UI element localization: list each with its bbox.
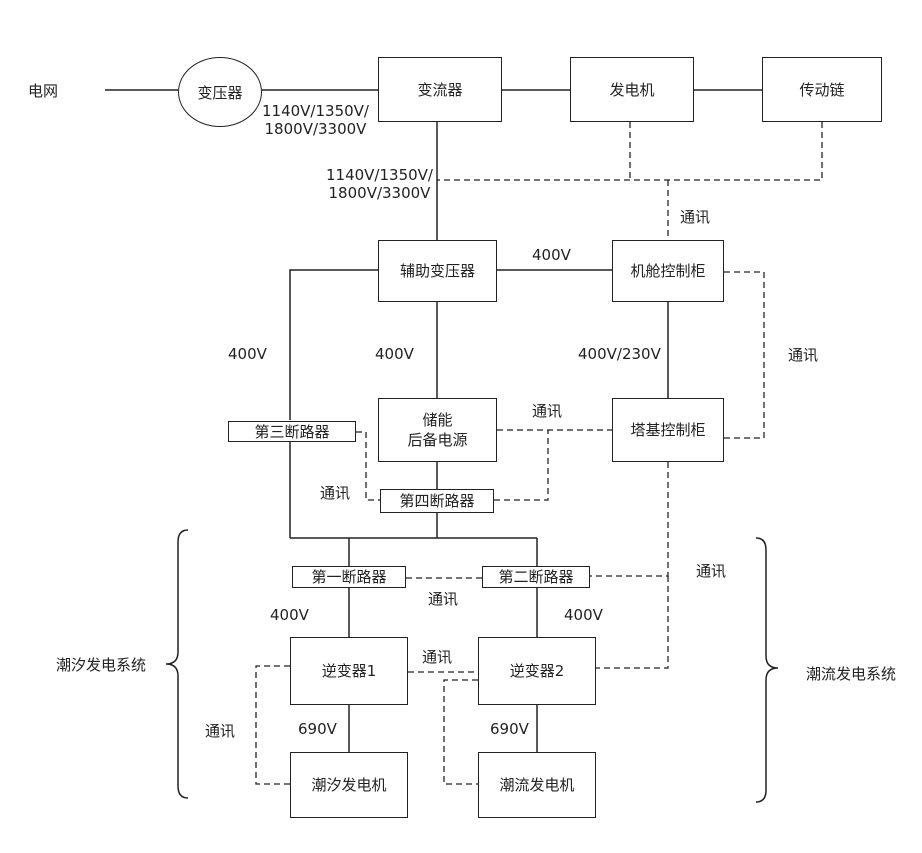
breaker-2-label: 第二断路器 — [498, 569, 573, 585]
voltage-label-storage: 400V — [375, 345, 414, 363]
comm-nacelle-tower — [724, 272, 764, 438]
comm-label-left-bottom: 通讯 — [205, 722, 235, 740]
backup-power-label: 后备电源 — [407, 430, 467, 450]
drivetrain-label: 传动链 — [799, 80, 844, 100]
comm-label-inverters: 通讯 — [422, 648, 452, 666]
breaker-4: 第四断路器 — [380, 489, 494, 513]
comm-inverter2-currentgen — [444, 680, 478, 784]
comm-label-storage-tower: 通讯 — [532, 402, 562, 420]
comm-label-right: 通讯 — [788, 346, 818, 364]
left-brace — [166, 530, 188, 798]
transformer-node: 变压器 — [178, 57, 262, 127]
generator-box: 发电机 — [570, 57, 694, 122]
breaker-3-label: 第三断路器 — [254, 424, 329, 440]
tidal-generator-box: 潮汐发电机 — [290, 752, 408, 818]
current-generator-label: 潮流发电机 — [499, 775, 574, 795]
tidal-system-label: 潮汐发电系统 — [56, 656, 146, 674]
breaker-2: 第二断路器 — [482, 566, 590, 588]
voltage-label-inverter1: 400V — [270, 606, 309, 624]
inverter-1-box: 逆变器1 — [290, 637, 408, 705]
tower-cabinet-label: 塔基控制柜 — [630, 420, 705, 440]
aux-transformer-label: 辅助变压器 — [400, 261, 475, 281]
comm-label-top: 通讯 — [680, 208, 710, 226]
comm-label-breakers: 通讯 — [428, 590, 458, 608]
breaker-1-label: 第一断路器 — [311, 569, 386, 585]
nacelle-cabinet-label: 机舱控制柜 — [630, 261, 705, 281]
voltage-label-transformer: 1140V/1350V/1800V/3300V — [262, 102, 369, 138]
tower-cabinet-box: 塔基控制柜 — [612, 398, 724, 462]
inverter-2-box: 逆变器2 — [478, 637, 596, 705]
storage-backup-box: 储能后备电源 — [378, 398, 497, 462]
nacelle-cabinet-box: 机舱控制柜 — [612, 240, 724, 302]
aux-transformer-box: 辅助变压器 — [378, 240, 497, 302]
comm-tower-breaker2 — [590, 462, 668, 576]
comm-drivetrain — [437, 122, 822, 180]
grid-label: 电网 — [28, 82, 58, 100]
voltage-label-currentgen: 690V — [490, 720, 529, 738]
voltage-label-tidalgen: 690V — [298, 720, 337, 738]
voltage-label-aux-nacelle: 400V — [532, 246, 571, 264]
converter-label: 变流器 — [417, 80, 462, 100]
breaker-1: 第一断路器 — [292, 566, 406, 588]
voltage-label-left-bus: 400V — [228, 345, 267, 363]
voltage-label-inverter2: 400V — [564, 606, 603, 624]
breaker-4-label: 第四断路器 — [399, 493, 474, 509]
tidal-generator-label: 潮汐发电机 — [311, 775, 386, 795]
transformer-label: 变压器 — [197, 82, 242, 103]
comm-breaker3-breaker4 — [356, 432, 380, 500]
comm-breaker4-tower — [494, 430, 548, 500]
comm-label-breaker: 通讯 — [320, 484, 350, 502]
inverter-1-label: 逆变器1 — [322, 661, 377, 681]
voltage-label-converter: 1140V/1350V/1800V/3300V — [326, 166, 433, 202]
current-generator-box: 潮流发电机 — [478, 752, 596, 818]
converter-box: 变流器 — [378, 57, 502, 122]
current-system-label: 潮流发电系统 — [806, 665, 896, 683]
comm-label-tower-breaker2: 通讯 — [696, 562, 726, 580]
generator-label: 发电机 — [609, 80, 654, 100]
comm-inverter1-tidalgen — [256, 666, 290, 784]
inverter-2-label: 逆变器2 — [510, 661, 565, 681]
drivetrain-box: 传动链 — [762, 57, 882, 122]
aux-left-bus — [290, 270, 378, 420]
breaker-3: 第三断路器 — [228, 421, 356, 442]
storage-label: 储能 — [422, 410, 452, 430]
comm-tower-inverter2 — [596, 576, 668, 668]
right-brace — [756, 538, 778, 802]
voltage-label-tower: 400V/230V — [578, 345, 661, 363]
